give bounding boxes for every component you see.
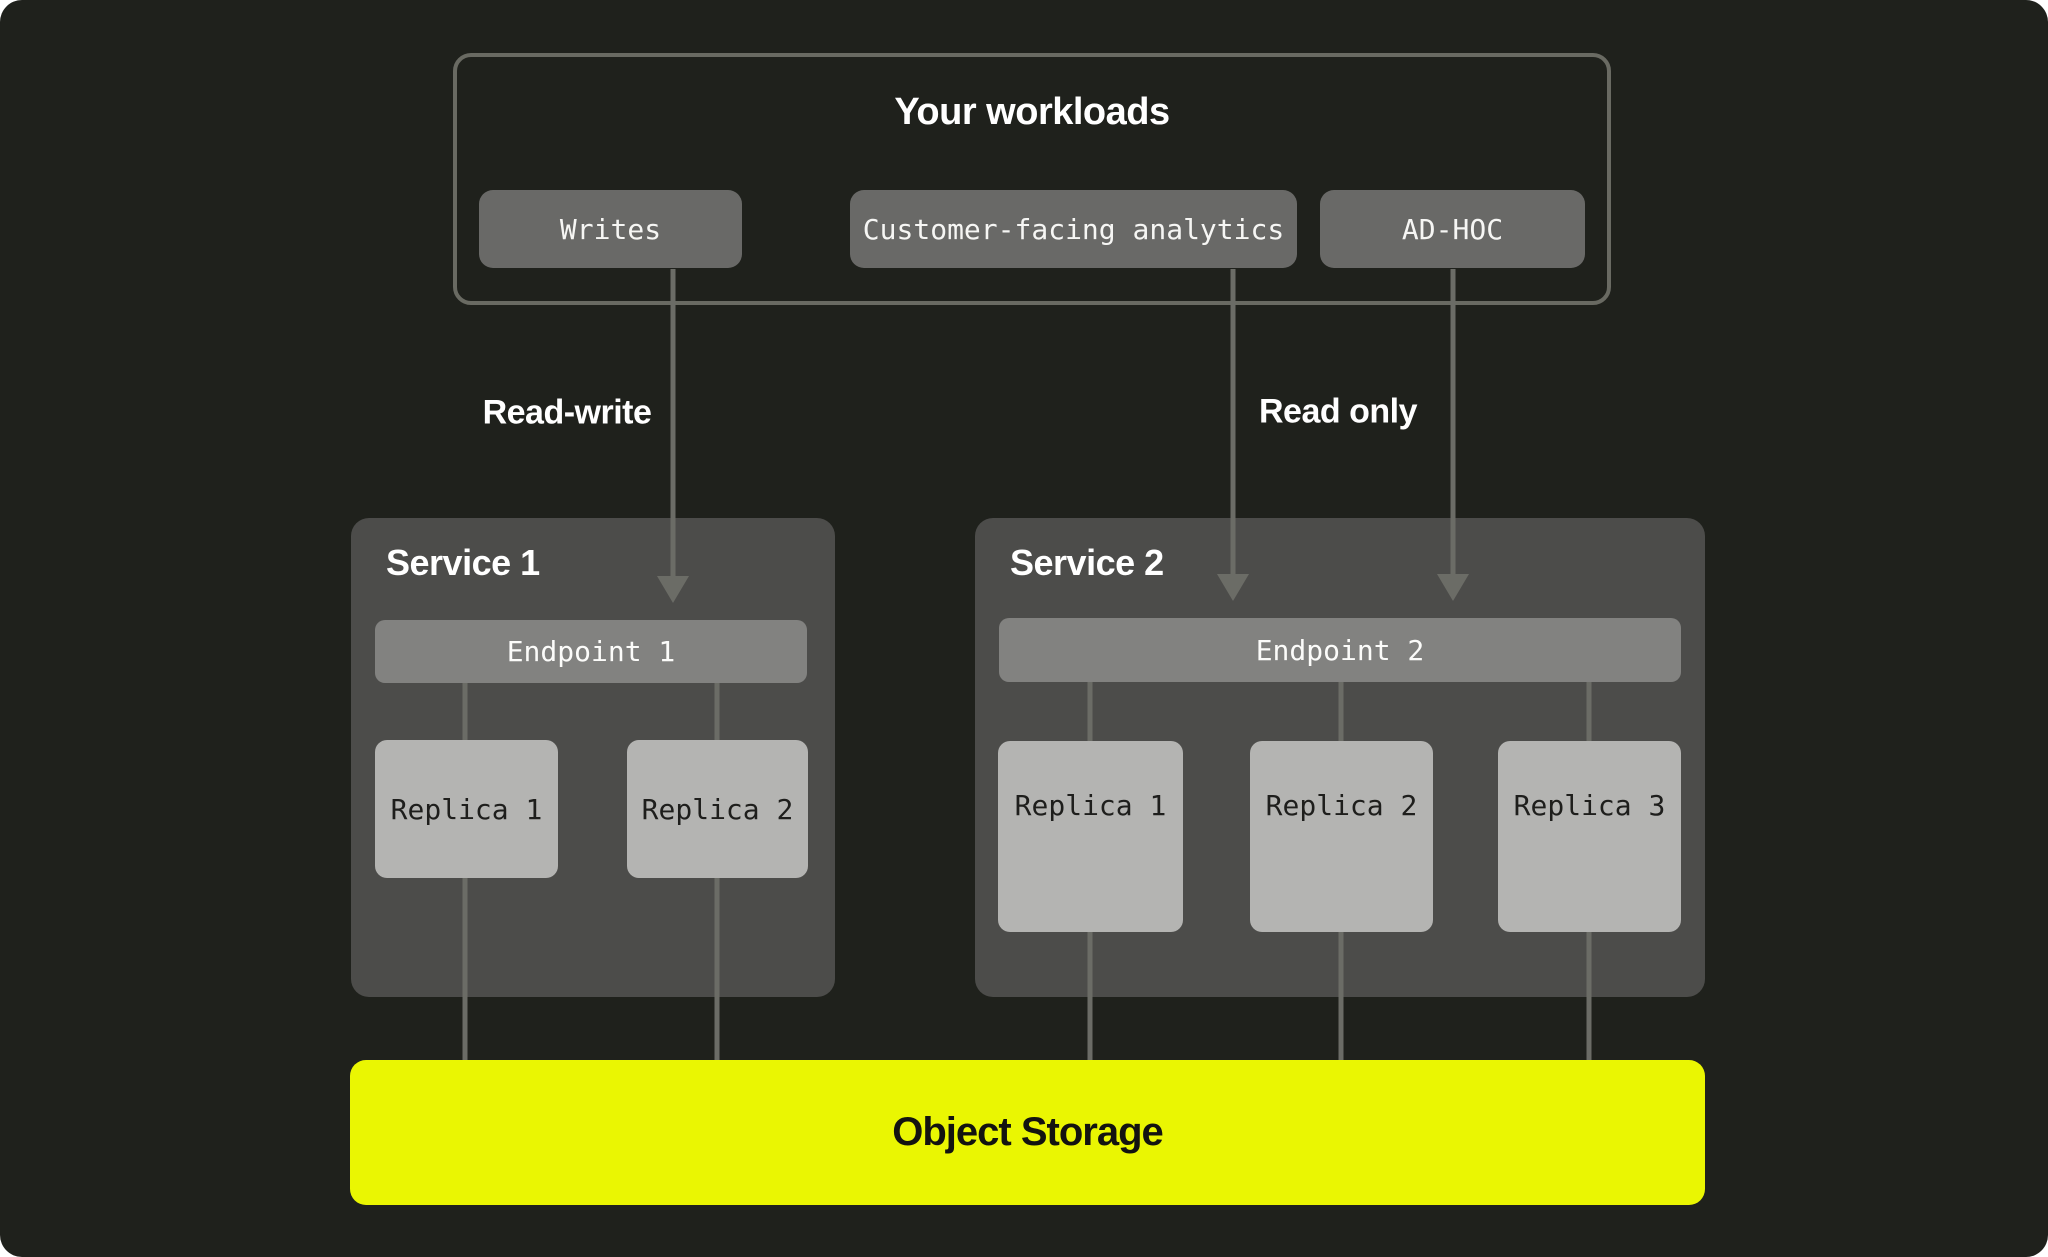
object-storage-label: Object Storage: [892, 1110, 1164, 1154]
workload-pill-ad-hoc: AD-HOC: [1320, 190, 1585, 268]
service-2-endpoint-bar: Endpoint 2: [999, 618, 1681, 682]
service-2-replica-2: Replica 2: [1250, 741, 1433, 932]
workloads-box: Your workloads Writes Customer-facing an…: [453, 53, 1611, 305]
object-storage-bar: Object Storage: [350, 1060, 1705, 1205]
workloads-title: Your workloads: [894, 91, 1170, 133]
service-1-replica-1: Replica 1: [375, 740, 558, 878]
edge-label-read-write: Read-write: [482, 393, 652, 432]
workload-pill-customer-facing-analytics: Customer-facing analytics: [850, 190, 1297, 268]
service-1-replica-2: Replica 2: [627, 740, 808, 878]
edge-label-read-only: Read only: [1259, 392, 1417, 431]
service-1-endpoint-bar: Endpoint 1: [375, 620, 807, 683]
service-2-title: Service 2: [1010, 542, 1164, 583]
service-1-title: Service 1: [386, 542, 540, 583]
service-1-card: Service 1 Endpoint 1 Replica 1 Replica 2: [351, 518, 835, 997]
service-2-replica-3: Replica 3: [1498, 741, 1681, 932]
workload-pill-writes: Writes: [479, 190, 742, 268]
service-2-replica-1: Replica 1: [998, 741, 1183, 932]
service-2-card: Service 2 Endpoint 2 Replica 1 Replica 2…: [975, 518, 1705, 997]
